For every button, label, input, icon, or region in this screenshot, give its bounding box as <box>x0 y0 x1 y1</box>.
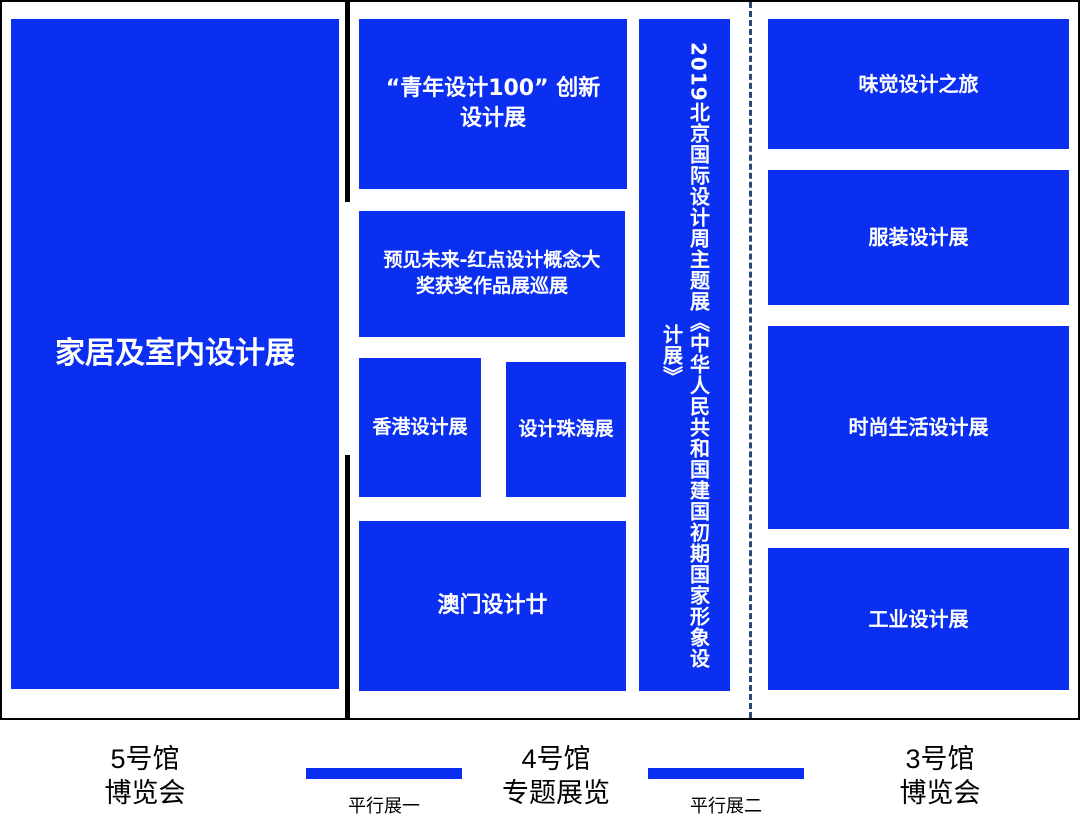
parallel-exhibit-two-label: 平行展二 <box>690 796 762 816</box>
red-dot-concept-label: 预见未来-红点设计概念大奖获奖作品展巡展 <box>383 249 601 297</box>
fashion-lifestyle-design-exhibit[interactable]: 时尚生活设计展 <box>768 326 1069 529</box>
hall4-caption: 4号馆 专题展览 <box>476 742 636 810</box>
zhuhai-design-exhibit[interactable]: 设计珠海展 <box>506 362 626 497</box>
national-image-theme-exhibit[interactable]: 2019北京国际设计周主题展《中华人民共和国建国初期国家形象设计展》 <box>639 19 730 691</box>
youth-design-100-exhibit[interactable]: “青年设计100” 创新设计展 <box>359 19 627 189</box>
hall-divider-dashed <box>749 2 752 718</box>
taste-design-exhibit[interactable]: 味觉设计之旅 <box>768 19 1069 149</box>
hall3-caption: 3号馆 博览会 <box>875 742 1005 810</box>
hall3-type: 博览会 <box>899 778 981 808</box>
home-interior-design-exhibit[interactable]: 家居及室内设计展 <box>11 19 339 689</box>
hall5-caption: 5号馆 博览会 <box>80 742 210 810</box>
fashion-wear-design-label: 服装设计展 <box>868 225 969 249</box>
hall5-type: 博览会 <box>104 778 186 808</box>
youth-design-100-label: “青年设计100” 创新设计展 <box>385 76 601 131</box>
national-image-theme-label: 2019北京国际设计周主题展《中华人民共和国建国初期国家形象设计展》 <box>659 41 711 669</box>
industrial-design-label: 工业设计展 <box>868 606 969 631</box>
hall4-name: 4号馆 <box>521 744 591 774</box>
hall-wall-upper <box>345 2 350 202</box>
macau-design-exhibit[interactable]: 澳门设计廿 <box>359 521 626 691</box>
hall5-name: 5号馆 <box>110 744 180 774</box>
red-dot-concept-exhibit[interactable]: 预见未来-红点设计概念大奖获奖作品展巡展 <box>359 211 625 337</box>
industrial-design-exhibit[interactable]: 工业设计展 <box>768 548 1069 690</box>
hong-kong-design-label: 香港设计展 <box>372 415 468 438</box>
parallel-exhibit-two-bar <box>648 768 804 779</box>
fashion-lifestyle-design-label: 时尚生活设计展 <box>848 415 989 439</box>
floor-plan-frame <box>0 0 1080 720</box>
taste-design-label: 味觉设计之旅 <box>858 71 979 96</box>
hall-wall-lower <box>345 455 350 718</box>
hall4-type: 专题展览 <box>502 778 610 808</box>
fashion-wear-design-exhibit[interactable]: 服装设计展 <box>768 170 1069 305</box>
macau-design-label: 澳门设计廿 <box>437 593 548 619</box>
parallel-exhibit-one-bar <box>306 768 462 779</box>
home-interior-design-label: 家居及室内设计展 <box>55 335 295 371</box>
parallel-exhibit-one-label: 平行展一 <box>348 796 420 816</box>
hall3-name: 3号馆 <box>905 744 975 774</box>
hong-kong-design-exhibit[interactable]: 香港设计展 <box>359 358 481 497</box>
zhuhai-design-label: 设计珠海展 <box>518 417 614 440</box>
